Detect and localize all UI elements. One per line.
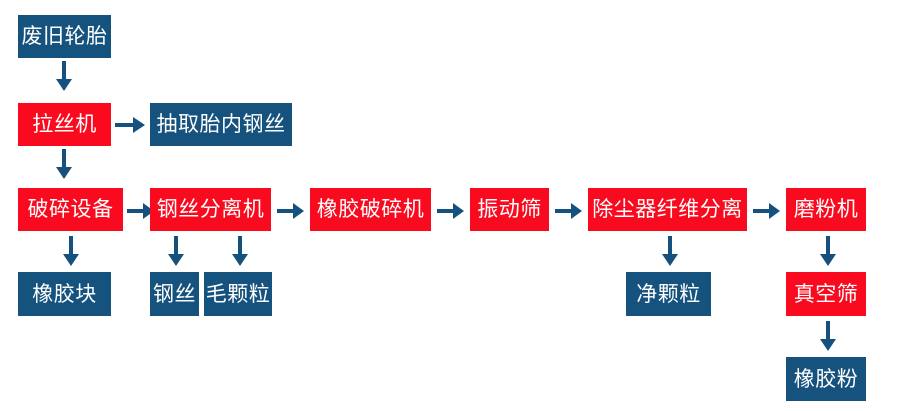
node-label: 真空筛 bbox=[793, 281, 859, 306]
node-fiber-granule[interactable]: 毛颗粒 bbox=[204, 272, 272, 316]
arrow-crushing-equipment-to-rubber-block bbox=[56, 235, 86, 269]
node-dust-fiber-separator[interactable]: 除尘器纤维分离 bbox=[588, 188, 747, 231]
node-vibrating-screen[interactable]: 振动筛 bbox=[470, 188, 549, 231]
node-label: 除尘器纤维分离 bbox=[592, 197, 743, 221]
node-label: 磨粉机 bbox=[793, 197, 859, 221]
arrow-waste-tire-to-wire-drawing-machine bbox=[49, 60, 79, 94]
arrow-rubber-crusher-to-vibrating-screen bbox=[434, 196, 468, 226]
node-label: 破碎设备 bbox=[27, 197, 114, 221]
arrow-wire-drawing-machine-to-crushing-equipment bbox=[49, 148, 79, 182]
arrow-vibrating-screen-to-dust-fiber-separator bbox=[552, 196, 586, 226]
node-clean-granule[interactable]: 净颗粒 bbox=[626, 272, 711, 316]
node-rubber-block[interactable]: 橡胶块 bbox=[18, 272, 111, 316]
node-grinding-mill[interactable]: 磨粉机 bbox=[786, 188, 866, 231]
node-label: 钢丝分离机 bbox=[156, 197, 265, 221]
node-label: 橡胶块 bbox=[32, 281, 97, 306]
arrow-crushing-equipment-to-steel-wire-separator bbox=[124, 196, 158, 226]
node-steel-wire-separator[interactable]: 钢丝分离机 bbox=[150, 188, 271, 231]
node-extract-bead-wire[interactable]: 抽取胎内钢丝 bbox=[150, 103, 292, 146]
node-label: 振动筛 bbox=[477, 197, 542, 221]
node-label: 净颗粒 bbox=[636, 281, 701, 306]
node-label: 拉丝机 bbox=[32, 112, 97, 136]
arrow-dust-fiber-separator-to-grinding-mill bbox=[750, 196, 784, 226]
arrow-vacuum-sieve-to-rubber-powder bbox=[813, 320, 843, 354]
node-wire-drawing-machine[interactable]: 拉丝机 bbox=[18, 103, 111, 146]
node-label: 毛颗粒 bbox=[205, 281, 271, 306]
arrow-steel-wire-separator-to-rubber-crusher bbox=[274, 196, 308, 226]
node-steel-wire[interactable]: 钢丝 bbox=[150, 272, 199, 316]
arrow-dust-fiber-separator-to-clean-granule bbox=[655, 235, 685, 269]
node-waste-tire[interactable]: 废旧轮胎 bbox=[18, 15, 111, 58]
node-label: 橡胶破碎机 bbox=[316, 197, 425, 221]
node-rubber-crusher[interactable]: 橡胶破碎机 bbox=[310, 188, 431, 231]
arrow-grinding-mill-to-vacuum-sieve bbox=[813, 235, 843, 269]
arrow-steel-wire-separator-to-fiber-granule bbox=[225, 235, 255, 269]
arrow-steel-wire-separator-to-steel-wire bbox=[161, 235, 191, 269]
node-label: 橡胶粉 bbox=[793, 366, 859, 391]
node-rubber-powder[interactable]: 橡胶粉 bbox=[786, 357, 866, 401]
node-label: 钢丝 bbox=[153, 281, 196, 306]
node-vacuum-sieve[interactable]: 真空筛 bbox=[786, 272, 866, 316]
node-label: 抽取胎内钢丝 bbox=[156, 112, 286, 136]
node-crushing-equipment[interactable]: 破碎设备 bbox=[18, 188, 123, 231]
node-label: 废旧轮胎 bbox=[21, 24, 108, 48]
arrow-wire-drawing-machine-to-extract-bead-wire bbox=[114, 110, 148, 140]
